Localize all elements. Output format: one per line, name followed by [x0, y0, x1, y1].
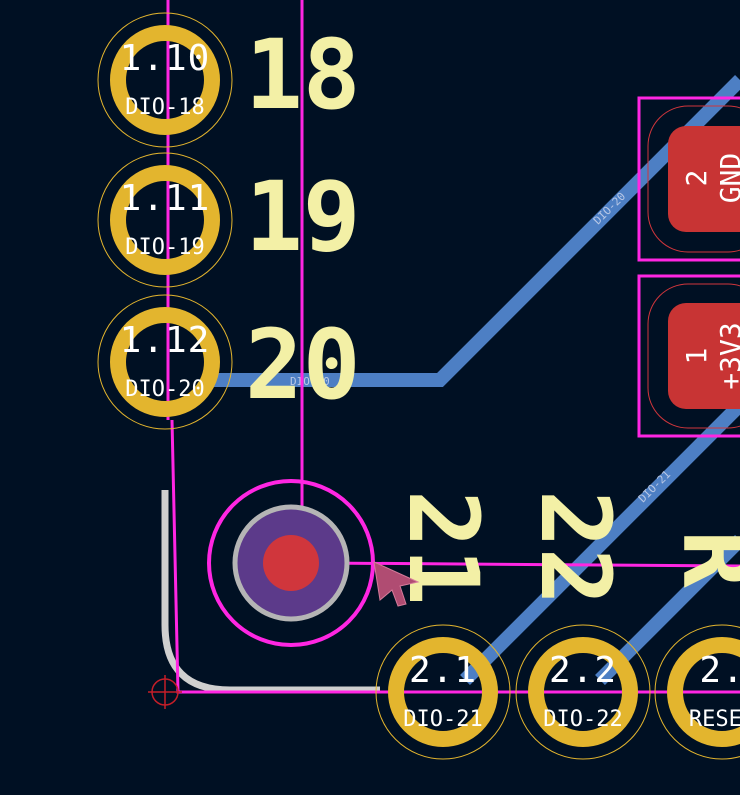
pad-1-12[interactable]: 1.12 DIO-20 — [97, 294, 233, 430]
pad-2-1[interactable]: 2.1 DIO-21 — [375, 624, 511, 760]
pad-1-11[interactable]: 1.11 DIO-19 — [97, 152, 233, 288]
pad-1-10[interactable]: 1.10 DIO-18 — [97, 12, 233, 148]
silk-label-18: 18 — [245, 19, 361, 131]
pad-number: 1.12 — [120, 320, 211, 361]
courtyard-lines — [166, 0, 740, 694]
track-label-dio-20-a: DIO-20 — [290, 375, 330, 388]
smd-pad-net: +3V3 — [714, 322, 740, 389]
silk-label-20: 20 — [245, 309, 361, 421]
pad-net: DIO-18 — [125, 95, 204, 120]
pad-number: 2.1 — [409, 650, 477, 691]
silk-label-22: 22 — [519, 490, 631, 606]
pad-net: DIO-20 — [125, 377, 204, 402]
pad-net: RESET — [689, 707, 740, 732]
pad-2-2[interactable]: 2.2 DIO-22 — [515, 624, 651, 760]
pad-2-3[interactable]: 2. RESET — [654, 624, 740, 760]
smd-pad-3v3[interactable]: 1 +3V3 — [637, 274, 740, 438]
pad-number: 2. — [699, 650, 740, 691]
pad-number: 1.10 — [120, 38, 211, 79]
silk-label-19: 19 — [245, 161, 361, 273]
origin-crosshair-icon — [148, 675, 182, 709]
mouse-cursor-icon — [373, 561, 420, 607]
board-edge-cuts — [161, 490, 380, 694]
pad-number: 2.2 — [549, 650, 617, 691]
smd-pad-gnd[interactable]: 2 GND — [637, 96, 740, 262]
smd-pad-number: 1 — [680, 348, 713, 365]
pad-net: DIO-22 — [543, 707, 622, 732]
pad-net: DIO-19 — [125, 235, 204, 260]
silk-label-r: R — [661, 530, 740, 588]
pad-net: DIO-21 — [403, 707, 482, 732]
silk-label-21: 21 — [387, 490, 499, 606]
via[interactable] — [207, 479, 375, 647]
smd-pad-number: 2 — [680, 170, 713, 187]
track-dio-21[interactable] — [460, 400, 740, 685]
smd-pad-net: GND — [714, 153, 740, 204]
pad-number: 1.11 — [120, 178, 211, 219]
